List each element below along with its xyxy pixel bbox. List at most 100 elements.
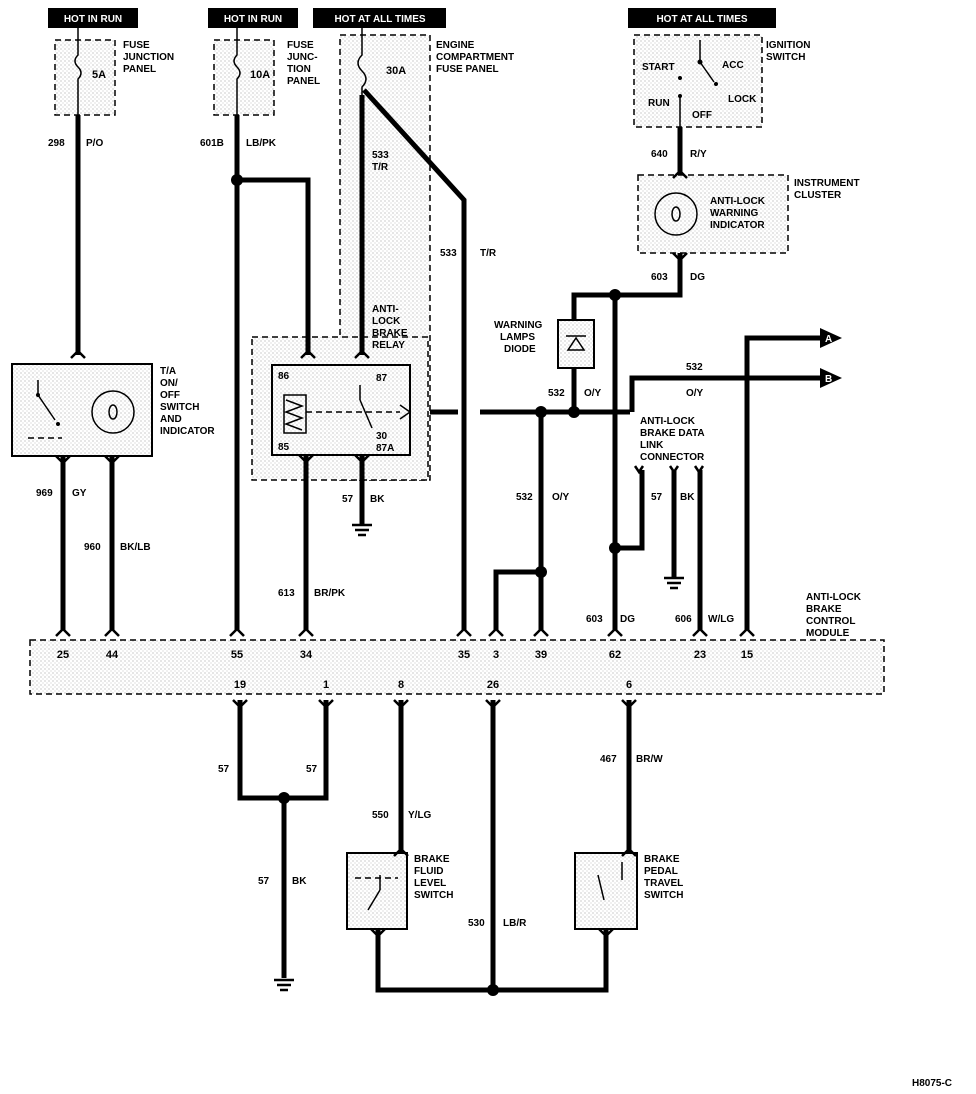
wire-532b-color: O/Y [686, 388, 704, 399]
engine-fuse-panel-label-2: COMPARTMENT [436, 52, 514, 63]
wire-640-color: R/Y [690, 149, 707, 160]
data-link-connector: ANTI-LOCK BRAKE DATA LINK CONNECTOR [633, 416, 705, 475]
instrument-cluster: INSTRUMENT CLUSTER ANTI-LOCK WARNING IND… [637, 174, 860, 254]
wire-532a-num: 532 [548, 388, 565, 399]
ign-acc-label: ACC [722, 60, 744, 71]
fuse-junction-panel-2: 10A FUSE JUNC- TION PANEL [213, 28, 320, 116]
relay-pin-87: 87 [376, 373, 388, 384]
ta-switch-label-1: T/A [160, 366, 176, 377]
wire-57c-num: 57 [218, 764, 230, 775]
wire-613-num: 613 [278, 588, 295, 599]
wire-532-3 [493, 569, 541, 630]
wire-532c-color: O/Y [552, 492, 570, 503]
ta-switch-label-6: INDICATOR [160, 426, 215, 437]
ignition-switch: IGNITION SWITCH START ACC RUN OFF LOCK [633, 34, 810, 128]
ta-switch-label-5: AND [160, 414, 182, 425]
pin-6: 6 [626, 679, 632, 691]
pin-44: 44 [106, 649, 119, 661]
wire-15-a [744, 335, 820, 630]
wire-labels: 298 P/O 601B LB/PK 533 T/R 533 T/R 640 R… [36, 138, 734, 929]
diode-label-3: DIODE [504, 344, 536, 355]
wire-606-num: 606 [675, 614, 692, 625]
fuse-panel-2-label-4: PANEL [287, 76, 320, 87]
ta-indicator-lamp-icon [91, 390, 135, 434]
wire-960-color: BK/LB [120, 542, 151, 553]
arrow-a-label: A [825, 334, 832, 345]
figure-id: H8075-C [912, 1078, 952, 1089]
relay-label-4: RELAY [372, 340, 405, 351]
wire-532b-num: 532 [686, 362, 703, 373]
wire-960-num: 960 [84, 542, 101, 553]
fluid-switch-label-1: BRAKE [414, 854, 450, 865]
hot-in-run-label-1: HOT IN RUN [64, 14, 122, 25]
fluid-switch-label-3: LEVEL [414, 878, 446, 889]
pin-3: 3 [493, 649, 499, 661]
pin-1: 1 [323, 679, 329, 691]
pin-23: 23 [694, 649, 706, 661]
wire-530-num: 530 [468, 918, 485, 929]
wire-550-color: Y/LG [408, 810, 432, 821]
anti-lock-brake-relay: ANTI- LOCK BRAKE RELAY 86 85 87 30 87A [251, 304, 429, 481]
wire-606-color: W/LG [708, 614, 734, 625]
warning-indicator-label-1: ANTI-LOCK [710, 196, 766, 207]
arrow-b-label: B [825, 374, 832, 385]
pin-19: 19 [234, 679, 246, 691]
wire-532c-num: 532 [516, 492, 533, 503]
hot-at-all-times-label-2: HOT AT ALL TIMES [656, 14, 747, 25]
output-arrow-a: A [820, 328, 842, 348]
pedal-switch-label-1: BRAKE [644, 854, 680, 865]
fuse-panel-2-label-2: JUNC- [287, 52, 318, 63]
instrument-cluster-label-1: INSTRUMENT [794, 178, 860, 189]
fuse-5a-rating: 5A [92, 69, 106, 81]
wire-969-color: GY [72, 488, 87, 499]
brake-pedal-travel-switch: BRAKE PEDAL TRAVEL SWITCH [574, 852, 683, 930]
hot-at-all-times-label-1: HOT AT ALL TIMES [334, 14, 425, 25]
wire-57a-color: BK [370, 494, 385, 505]
hot-in-run-label-2: HOT IN RUN [224, 14, 282, 25]
brake-fluid-level-switch: BRAKE FLUID LEVEL SWITCH [346, 852, 453, 930]
fuse-junction-panel-1: 5A FUSE JUNCTION PANEL [54, 28, 174, 116]
ignition-switch-label-1: IGNITION [766, 40, 810, 51]
wire-603a-color: DG [690, 272, 705, 283]
pedal-switch-label-2: PEDAL [644, 866, 678, 877]
warning-lamp-icon [654, 192, 698, 236]
engine-fuse-panel-label-3: FUSE PANEL [436, 64, 499, 75]
data-link-label-3: LINK [640, 440, 664, 451]
fuse-panel-1-label-1: FUSE [123, 40, 150, 51]
pin-39: 39 [535, 649, 547, 661]
relay-pin-30: 30 [376, 431, 388, 442]
wire-57b-color: BK [680, 492, 695, 503]
wire-57e-num: 57 [258, 876, 270, 887]
wire-530-color: LB/R [503, 918, 527, 929]
module-pins-bottom: 19 1 8 26 6 [234, 679, 632, 691]
warning-indicator-label-2: WARNING [710, 208, 759, 219]
pin-25: 25 [57, 649, 69, 661]
module-label-2: BRAKE [806, 604, 842, 615]
wire-533-module [362, 88, 467, 630]
anti-lock-brake-control-module: ANTI-LOCK BRAKE CONTROL MODULE [29, 592, 885, 695]
pin-62: 62 [609, 649, 621, 661]
warning-indicator-label-3: INDICATOR [710, 220, 765, 231]
wire-601b-branch [237, 177, 311, 355]
wire-532-b [629, 375, 820, 412]
wire-57d-num: 57 [306, 764, 318, 775]
wire-550-num: 550 [372, 810, 389, 821]
wire-603a-num: 603 [651, 272, 668, 283]
ign-start-label: START [642, 62, 675, 73]
hot-label-bar-2: HOT IN RUN [208, 8, 298, 28]
ta-switch-label-3: OFF [160, 390, 180, 401]
wire-601b-color: LB/PK [246, 138, 277, 149]
relay-label-2: LOCK [372, 316, 401, 327]
relay-label-3: BRAKE [372, 328, 408, 339]
instrument-cluster-label-2: CLUSTER [794, 190, 842, 201]
module-label-4: MODULE [806, 628, 850, 639]
wire-57b-num: 57 [651, 492, 663, 503]
ign-off-label: OFF [692, 110, 712, 121]
hot-label-bar-3: HOT AT ALL TIMES [313, 8, 446, 28]
ta-switch-label-4: SWITCH [160, 402, 199, 413]
wire-533a-num: 533 [372, 150, 389, 161]
ign-lock-label: LOCK [728, 94, 757, 105]
engine-fuse-panel-label-1: ENGINE [436, 40, 475, 51]
wire-601b-num: 601B [200, 138, 224, 149]
